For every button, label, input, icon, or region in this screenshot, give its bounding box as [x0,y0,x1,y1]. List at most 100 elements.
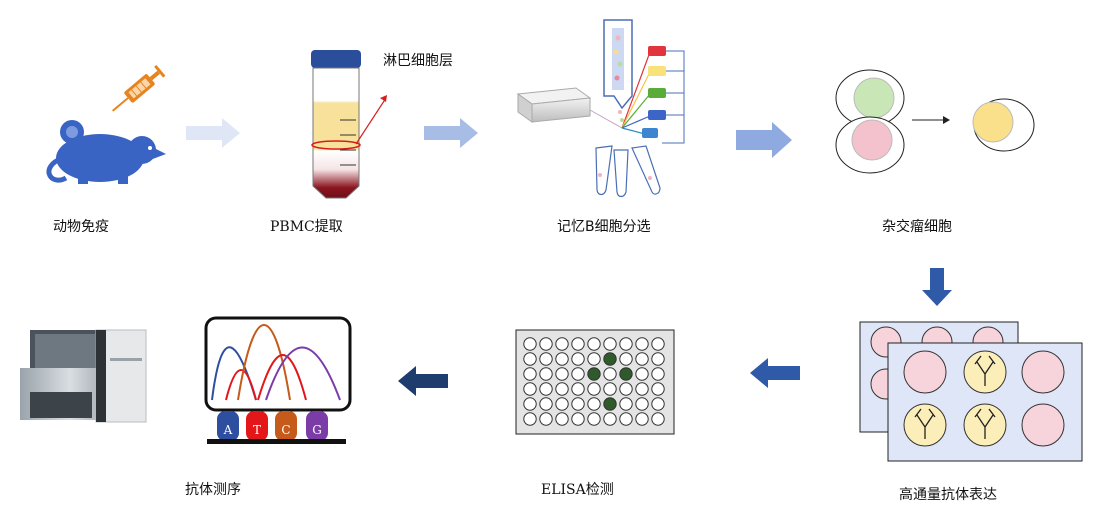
elisa-well [539,367,553,381]
elisa-well [523,367,537,381]
elisa-well [555,412,569,426]
elisa-well [651,367,665,381]
step-label-sequencing: 抗体测序 [185,482,241,498]
elisa-well [523,337,537,351]
base-badge-c [275,411,297,441]
sorting-illustration: 记忆B细胞分选 [516,19,685,235]
step-label-expression: 高通量抗体表达 [899,486,997,503]
lymph-layer-ring [311,140,361,150]
elisa-well [555,382,569,396]
elisa-well [539,352,553,366]
elisa-well [555,367,569,381]
step-label-hybridoma: 杂交瘤细胞 [882,218,952,235]
elisa-well [619,352,633,366]
chromatogram-frame [204,316,352,412]
chromatogram-peaks [211,324,341,401]
flow-arrow-left-1 [750,358,800,388]
elisa-well [603,412,617,426]
elisa-well [571,352,585,366]
myeloma-nucleus [851,119,893,161]
sort-streams [621,51,651,135]
b-cell-nucleus [853,77,895,119]
step-label-pbmc: PBMC提取 [270,219,343,235]
sequencer-machine-icon [20,329,147,423]
hybridoma-illustration: 杂交瘤细胞 [835,69,1035,235]
elisa-well [603,397,617,411]
mouse-icon [46,120,166,184]
elisa-well [651,397,665,411]
elisa-well-grid [523,337,665,426]
elisa-well [571,337,585,351]
syringe-icon [112,64,166,112]
elisa-well [603,352,617,366]
elisa-well [571,382,585,396]
elisa-well [539,337,553,351]
elisa-well [603,382,617,396]
base-label: T [253,423,261,437]
expression-illustration: 高通量抗体表达 [859,321,1083,503]
elisa-well [523,352,537,366]
elisa-well [635,412,649,426]
elisa-illustration: ELISA检测 [515,329,675,498]
pbmc-illustration: 淋巴细胞层 PBMC提取 [270,50,453,235]
elisa-well [603,337,617,351]
elisa-well [603,367,617,381]
centrifuge-tube [312,67,360,199]
sequencing-illustration: A T C G 抗体测序 [185,316,352,498]
elisa-well [635,367,649,381]
base-badge-g [306,411,328,441]
elisa-well [555,352,569,366]
elisa-well [571,412,585,426]
base-label: C [281,423,290,437]
flow-arrow-left-2 [398,366,448,396]
elisa-well [635,397,649,411]
base-badge-t [246,411,268,441]
elisa-well [523,382,537,396]
elisa-well [571,397,585,411]
tube-cap [311,50,361,68]
elisa-well [587,337,601,351]
elisa-well [651,382,665,396]
elisa-well [523,412,537,426]
elisa-well [555,337,569,351]
elisa-well [523,397,537,411]
elisa-well [651,337,665,351]
flow-arrow-1 [186,118,240,148]
lymph-layer-label: 淋巴细胞层 [383,53,453,69]
antibody-icon [914,355,996,439]
flow-arrow-3 [736,122,792,158]
base-label: A [223,423,233,437]
elisa-well [587,412,601,426]
collection-tubes-right [642,46,685,144]
baseline-bar [207,439,346,444]
step-label-elisa: ELISA检测 [541,482,614,498]
elisa-well [619,367,633,381]
elisa-well [539,412,553,426]
flow-arrow-down [922,268,952,306]
elisa-well [571,367,585,381]
step-label-bcell-sort: 记忆B细胞分选 [557,219,651,235]
elisa-well [587,382,601,396]
collection-tubes-bottom [595,145,661,198]
elisa-well [619,397,633,411]
elisa-well [619,382,633,396]
elisa-well [635,352,649,366]
elisa-well [587,367,601,381]
elisa-well [635,382,649,396]
elisa-well [619,337,633,351]
elisa-well [587,397,601,411]
expression-wells [903,350,1065,447]
base-label: G [312,423,322,437]
flow-arrow-2 [424,118,478,148]
immunization-illustration: 动物免疫 [46,64,166,235]
elisa-well [539,397,553,411]
laser-box [516,87,592,123]
step-label-immunization: 动物免疫 [53,219,109,235]
elisa-well [635,337,649,351]
elisa-well [539,382,553,396]
elisa-well [651,412,665,426]
elisa-well [587,352,601,366]
elisa-well [555,397,569,411]
base-badge-a [217,411,239,441]
